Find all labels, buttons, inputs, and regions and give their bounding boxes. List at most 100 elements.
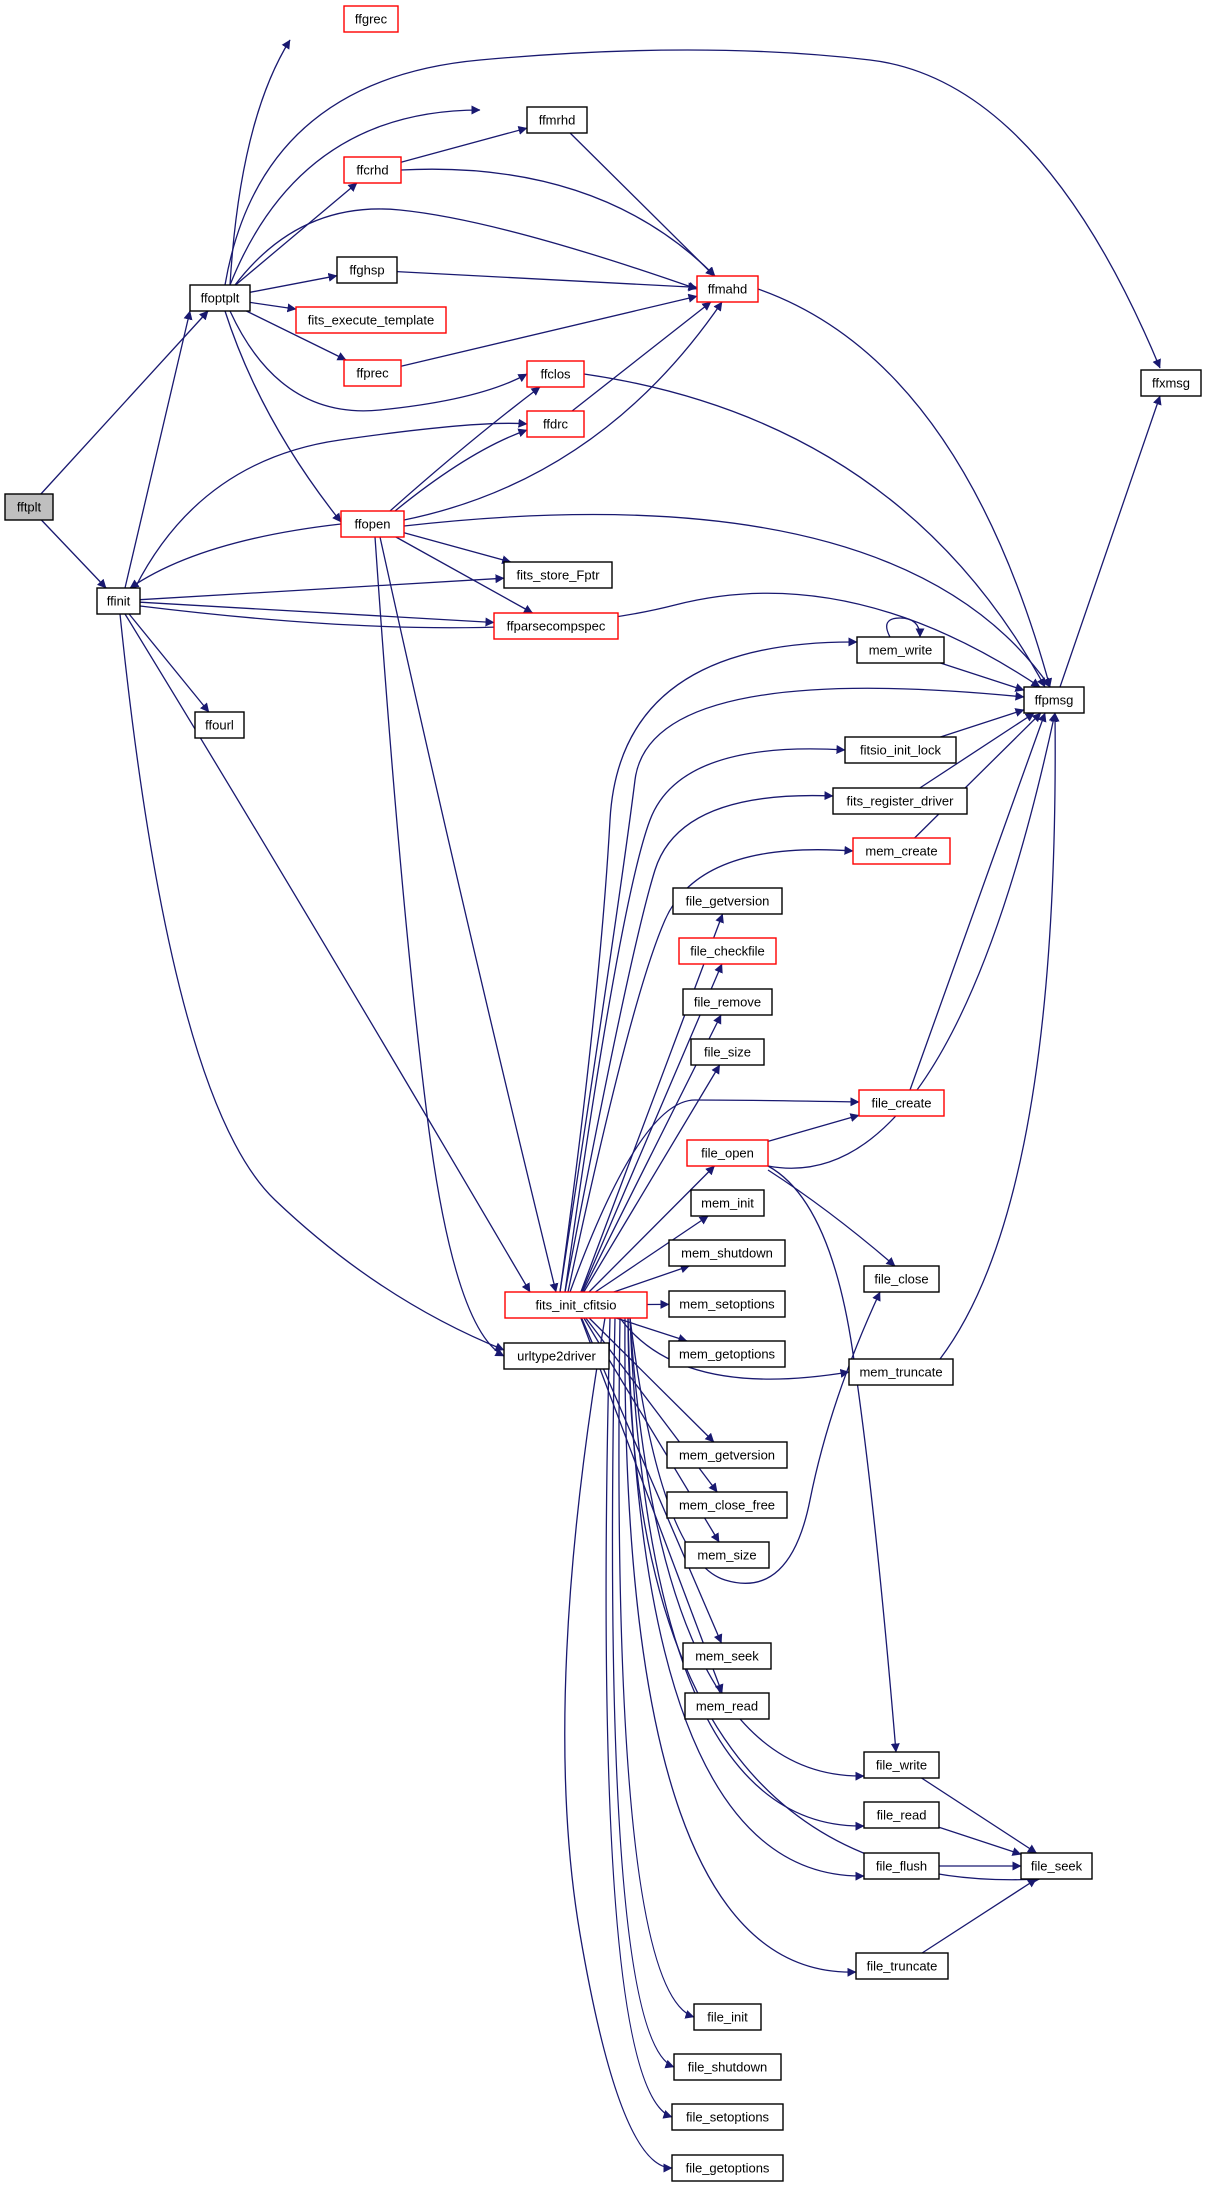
node-label: ffghsp (349, 263, 384, 278)
node-label: ffpmsg (1035, 693, 1074, 708)
node-mem-create[interactable]: mem_create (852, 837, 951, 865)
node-box (340, 510, 405, 538)
call-edge-fits_init_cfitsio-to-file_init (618, 1317, 695, 2019)
node-mem-shutdown[interactable]: mem_shutdown (668, 1239, 786, 1267)
node-ffopen[interactable]: ffopen (340, 510, 405, 538)
node-file-write[interactable]: file_write (863, 1751, 940, 1779)
node-ffdrc[interactable]: ffdrc (526, 410, 585, 438)
call-edge-ffopen-to-ffparsecompspec (395, 536, 533, 614)
node-mem-close-free[interactable]: mem_close_free (666, 1491, 788, 1519)
call-edge-fits_init_cfitsio-to-file_getversion (580, 913, 724, 1293)
node-box (343, 156, 402, 184)
call-edge-fits_init_cfitsio-to-mem_shutdown (613, 1264, 690, 1293)
node-file-shutdown[interactable]: file_shutdown (673, 2053, 782, 2081)
node-label: ffmrhd (539, 113, 576, 128)
node-box (682, 1642, 772, 1670)
node-mem-setoptions[interactable]: mem_setoptions (668, 1290, 786, 1318)
node-label: ffcrhd (356, 163, 388, 178)
node-fits-execute-template[interactable]: fits_execute_template (295, 306, 447, 334)
node-file-seek[interactable]: file_seek (1020, 1852, 1093, 1880)
node-file-setoptions[interactable]: file_setoptions (671, 2103, 784, 2131)
node-box (343, 5, 399, 33)
call-edge-file_open-to-ffpmsg (767, 712, 1058, 1169)
call-edge-file_create-to-ffpmsg (909, 712, 1047, 1091)
node-box (682, 988, 773, 1016)
node-mem-read[interactable]: mem_read (684, 1692, 770, 1720)
call-edge-ffprec-to-ffmahd (400, 293, 698, 367)
node-box (4, 493, 54, 521)
node-box (863, 1852, 940, 1880)
node-label: file_getoptions (686, 2161, 770, 2176)
node-label: mem_size (697, 1548, 756, 1563)
call-edge-mem_write-to-mem_write (886, 617, 925, 638)
node-label: fits_register_driver (847, 794, 955, 809)
node-file-read[interactable]: file_read (863, 1801, 940, 1829)
node-label: ffoptplt (201, 291, 240, 306)
node-ffinit[interactable]: ffinit (96, 587, 141, 615)
node-box (844, 736, 957, 764)
node-label: mem_shutdown (681, 1246, 773, 1261)
node-ffgrec[interactable]: ffgrec (343, 5, 399, 33)
call-edge-ffmrhd-to-ffmahd (569, 132, 715, 277)
node-ffmahd[interactable]: ffmahd (696, 275, 759, 303)
call-edge-ffinit-to-ffparsecompspec (139, 601, 495, 627)
call-edge-mem_write-to-ffpmsg (940, 662, 1025, 692)
call-edge-ffclos-to-ffpmsg (583, 373, 1046, 688)
call-edge-ffoptplt-to-ffghsp (249, 272, 338, 293)
node-mem-truncate[interactable]: mem_truncate (848, 1358, 954, 1386)
node-label: file_checkfile (690, 944, 764, 959)
node-box (858, 1089, 945, 1117)
node-file-truncate[interactable]: file_truncate (855, 1952, 949, 1980)
node-mem-init[interactable]: mem_init (690, 1189, 765, 1217)
node-ffprec[interactable]: ffprec (343, 359, 402, 387)
call-edge-fits_init_cfitsio-to-file_create (569, 1097, 860, 1293)
call-edge-fits_init_cfitsio-to-file_checkfile (581, 963, 723, 1293)
node-file-getoptions[interactable]: file_getoptions (671, 2154, 784, 2182)
node-mem-size[interactable]: mem_size (684, 1541, 770, 1569)
node-file-init[interactable]: file_init (693, 2003, 762, 2031)
node-file-remove[interactable]: file_remove (682, 988, 773, 1016)
node-ffclos[interactable]: ffclos (526, 360, 585, 388)
node-box (863, 1751, 940, 1779)
node-fits-register-driver[interactable]: fits_register_driver (832, 787, 968, 815)
node-fftplt[interactable]: fftplt (4, 493, 54, 521)
node-file-checkfile[interactable]: file_checkfile (678, 937, 777, 965)
node-layer: fftplt ffinit ffoptplt ffgrec ffmrhd ffcrhd ff… (4, 5, 1202, 2182)
node-fits-store-Fptr[interactable]: fits_store_Fptr (503, 561, 613, 589)
node-box (668, 1290, 786, 1318)
node-urltype2driver[interactable]: urltype2driver (503, 1342, 610, 1370)
edge-layer (40, 39, 1162, 2173)
node-mem-getoptions[interactable]: mem_getoptions (668, 1340, 786, 1368)
call-edge-ffdrc-to-ffmahd (571, 301, 712, 412)
call-edge-fits_init_cfitsio-to-mem_seek (581, 1317, 723, 1644)
node-file-open[interactable]: file_open (686, 1139, 769, 1167)
node-file-create[interactable]: file_create (858, 1089, 945, 1117)
node-file-size[interactable]: file_size (690, 1038, 765, 1066)
node-box (668, 1239, 786, 1267)
node-file-close[interactable]: file_close (863, 1265, 940, 1293)
call-edge-file_truncate-to-file_seek (921, 1878, 1037, 1954)
node-file-getversion[interactable]: file_getversion (672, 887, 783, 915)
node-ffghsp[interactable]: ffghsp (336, 256, 398, 284)
node-ffparsecompspec[interactable]: ffparsecompspec (493, 612, 619, 640)
call-edge-fits_init_cfitsio-to-mem_init (594, 1215, 709, 1293)
node-fitsio-init-lock[interactable]: fitsio_init_lock (844, 736, 957, 764)
call-edge-ffoptplt-to-ffprec (246, 310, 347, 361)
node-mem-seek[interactable]: mem_seek (682, 1642, 772, 1670)
node-ffpmsg[interactable]: ffpmsg (1023, 686, 1085, 714)
node-mem-write[interactable]: mem_write (856, 636, 945, 664)
call-edge-ffoptplt-to-ffmahd (234, 208, 698, 291)
node-label: ffopen (355, 517, 391, 532)
node-ffoptplt[interactable]: ffoptplt (189, 284, 251, 312)
node-file-flush[interactable]: file_flush (863, 1852, 940, 1880)
node-box (686, 1139, 769, 1167)
node-label: file_size (704, 1045, 751, 1060)
node-ffcrhd[interactable]: ffcrhd (343, 156, 402, 184)
node-ffmrhd[interactable]: ffmrhd (526, 106, 588, 134)
node-fits-init-cfitsio[interactable]: fits_init_cfitsio (504, 1291, 648, 1319)
node-box (1023, 686, 1085, 714)
node-ffxmsg[interactable]: ffxmsg (1140, 369, 1202, 397)
node-ffourl[interactable]: ffourl (194, 711, 245, 739)
node-mem-getversion[interactable]: mem_getversion (666, 1441, 788, 1469)
node-box (503, 1342, 610, 1370)
